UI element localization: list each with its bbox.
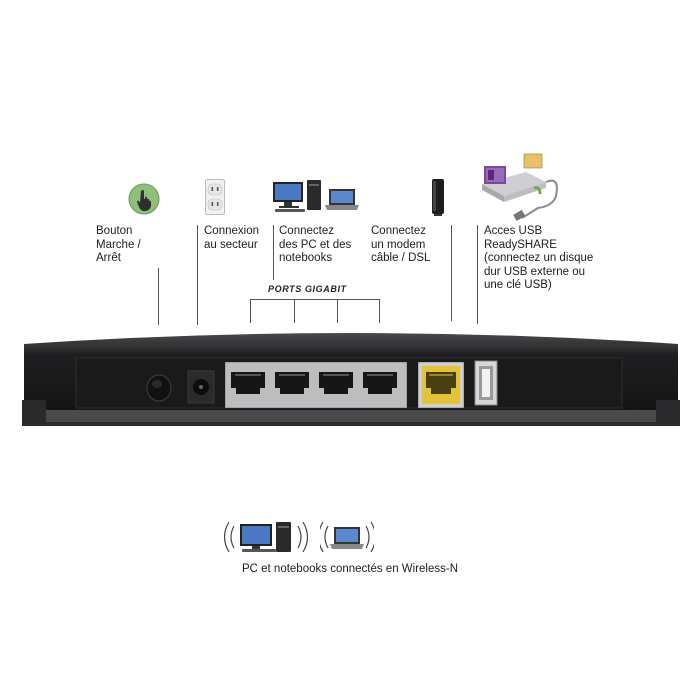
- callout-line-power-outlet: [197, 225, 198, 325]
- callout-line-usb: [477, 225, 478, 324]
- wireless-caption: PC et notebooks connectés en Wireless-N: [241, 563, 459, 575]
- usb-port: [474, 360, 498, 406]
- label-power-outlet: Connexion au secteur: [204, 225, 259, 251]
- ports-bracket-tick-4: [379, 299, 380, 323]
- usb-drive-icon: [482, 153, 558, 221]
- label-modem: Connectez un modem câble / DSL: [371, 225, 431, 264]
- power-button: [146, 374, 172, 402]
- wall-outlet-icon: [205, 179, 225, 215]
- modem-icon: [432, 179, 444, 216]
- router-back-panel: [22, 333, 680, 426]
- ports-bracket-tick-2: [294, 299, 295, 323]
- power-jack: [187, 370, 215, 404]
- wireless-laptop-icon: [320, 521, 374, 553]
- lan-ports: [225, 362, 407, 408]
- label-pc-notebooks: Connectez des PC et des notebooks: [279, 225, 352, 264]
- wan-port: [418, 362, 464, 408]
- ports-bracket-tick-3: [337, 299, 338, 323]
- callout-line-modem: [451, 225, 452, 321]
- callout-line-power-button: [158, 268, 159, 325]
- callout-line-pc-notebooks: [273, 225, 274, 280]
- wireless-desktop-icon: [224, 521, 308, 553]
- ports-bracket-tick-1: [250, 299, 251, 323]
- ports-gigabit-title: PORTS GIGABIT: [268, 284, 347, 294]
- desktop-laptop-icon: [273, 180, 359, 212]
- ports-bracket-line: [250, 299, 379, 300]
- label-power-button: Bouton Marche / Arrêt: [96, 225, 141, 264]
- hand-press-icon: [128, 183, 160, 215]
- label-usb: Acces USB ReadySHARE (connectez un disqu…: [484, 225, 594, 291]
